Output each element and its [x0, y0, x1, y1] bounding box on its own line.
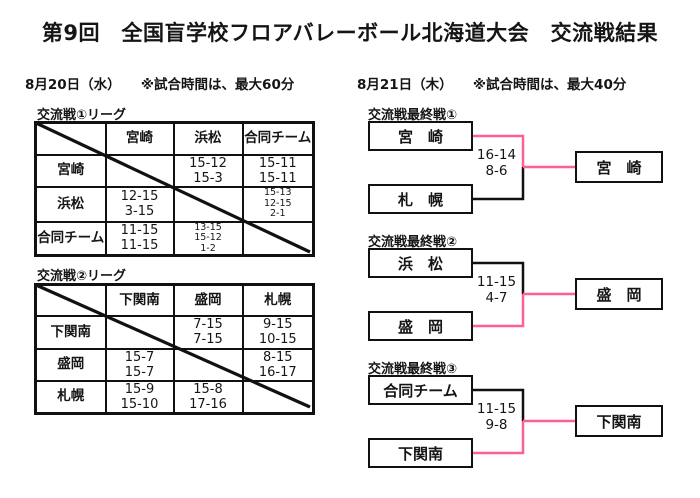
winner-box: 盛 岡	[575, 278, 663, 310]
set-score: 11-15	[476, 401, 517, 417]
league2-table-wrap: 下関南 盛岡 札幌 下関南 7-15 7-15 9-15 10-15 盛岡 15…	[34, 283, 315, 415]
league1-table-wrap: 宮崎 浜松 合同チーム 宮崎 15-12 15-3 15-11 15-11 浜松…	[34, 121, 315, 257]
diagonal-cell	[172, 185, 244, 223]
corner-cell	[34, 121, 107, 156]
bottom-team-box: 札 幌	[368, 184, 473, 214]
team-cell: 合同チーム	[34, 220, 107, 257]
final-match-1-bracket: 交流戦最終戦① 宮 崎 札 幌 16-14 8-6 宮 崎	[360, 106, 682, 228]
score-cell: 15-13 12-15 2-1	[241, 185, 315, 223]
match-score: 16-14 8-6	[470, 147, 523, 179]
league1-table: 宮崎 浜松 合同チーム 宮崎 15-12 15-3 15-11 15-11 浜松…	[34, 121, 315, 257]
set-score: 9-8	[485, 417, 508, 433]
set-score: 11-15	[476, 274, 517, 290]
diagonal-cell	[241, 220, 315, 257]
final-match-1-label: 交流戦最終戦①	[368, 108, 458, 123]
page-title: 第9回 全国盲学校フロアバレーボール北海道大会 交流戦結果	[41, 21, 659, 45]
team-cell: 下関南	[34, 314, 107, 350]
header-cell: 札幌	[241, 283, 315, 317]
league2-label: 交流戦②リーグ	[37, 269, 127, 284]
team-cell: 浜松	[34, 185, 107, 223]
team-cell: 盛岡	[34, 347, 107, 382]
winner-box: 下関南	[575, 405, 663, 437]
header-cell: 浜松	[172, 121, 244, 156]
bottom-team-box: 下関南	[368, 438, 473, 468]
score-cell: 13-15 15-12 1-2	[172, 220, 244, 257]
header-cell: 宮崎	[104, 121, 175, 156]
top-team-box: 浜 松	[368, 248, 473, 278]
diagonal-cell	[104, 314, 175, 350]
score-cell: 15-12 15-3	[172, 153, 244, 188]
corner-cell	[34, 283, 107, 317]
diagonal-cell	[172, 347, 244, 382]
diagonal-cell	[241, 379, 315, 414]
score-cell: 15-11 15-11	[241, 153, 315, 188]
final-match-3-bracket: 交流戦最終戦③ 合同チーム 下関南 11-15 9-8 下関南	[360, 360, 682, 482]
match-score: 11-15 4-7	[470, 274, 523, 306]
score-cell: 11-15 11-15	[104, 220, 175, 257]
winner-box: 宮 崎	[575, 151, 663, 183]
final-match-3-label: 交流戦最終戦③	[368, 362, 458, 377]
score-cell: 12-15 3-15	[104, 185, 175, 223]
diagonal-cell	[104, 153, 175, 188]
bottom-team-box: 盛 岡	[368, 311, 473, 341]
final-match-2-bracket: 交流戦最終戦② 浜 松 盛 岡 11-15 4-7 盛 岡	[360, 233, 682, 355]
score-cell: 9-15 10-15	[241, 314, 315, 350]
top-team-box: 宮 崎	[368, 121, 473, 151]
set-score: 8-6	[485, 163, 508, 179]
score-cell: 7-15 7-15	[172, 314, 244, 350]
team-cell: 宮崎	[34, 153, 107, 188]
right-date-note: 8月21日（木） ※試合時間は、最大40分	[357, 77, 627, 93]
header-cell: 下関南	[104, 283, 175, 317]
header-cell: 合同チーム	[241, 121, 315, 156]
set-score: 4-7	[485, 290, 508, 306]
league2-table: 下関南 盛岡 札幌 下関南 7-15 7-15 9-15 10-15 盛岡 15…	[34, 283, 315, 415]
team-cell: 札幌	[34, 379, 107, 414]
score-cell: 8-15 16-17	[241, 347, 315, 382]
score-cell: 15-7 15-7	[104, 347, 175, 382]
score-cell: 15-9 15-10	[104, 379, 175, 414]
match-score: 11-15 9-8	[470, 401, 523, 433]
score-cell: 15-8 17-16	[172, 379, 244, 414]
top-team-box: 合同チーム	[368, 375, 473, 405]
header-cell: 盛岡	[172, 283, 244, 317]
final-match-2-label: 交流戦最終戦②	[368, 235, 458, 250]
league1-label: 交流戦①リーグ	[37, 108, 127, 123]
left-date-note: 8月20日（水） ※試合時間は、最大60分	[25, 77, 295, 93]
set-score: 16-14	[476, 147, 517, 163]
